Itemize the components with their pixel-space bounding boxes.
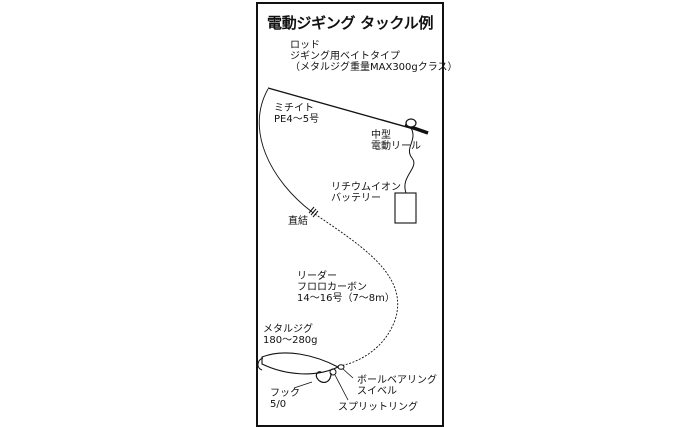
metal-jig-shape <box>261 352 340 375</box>
leader-label: リーダー フロロカーボン 14〜16号（7〜8m） <box>297 271 395 304</box>
split-ring-shape <box>329 368 337 376</box>
split-ring-pointer <box>334 374 349 401</box>
diagram-frame <box>256 2 444 427</box>
main-line <box>258 88 313 213</box>
hook-eye-shape <box>257 357 264 371</box>
page-title: 電動ジギング タックル例 <box>267 14 434 32</box>
hook-pointer <box>293 381 313 389</box>
battery-label: リチウムイオン バッテリー <box>331 182 401 204</box>
split-ring-label: スプリットリング <box>338 402 418 413</box>
swivel-label: ボールベアリング スイベル <box>357 375 437 397</box>
main-line-label: ミチイト PE4〜5号 <box>274 103 320 125</box>
metal-jig-label: メタルジグ 180〜280g <box>263 324 318 346</box>
battery-shape <box>394 192 417 224</box>
swivel-pointer <box>342 368 354 379</box>
hook-label: フック 5/0 <box>270 388 300 410</box>
reel-label: 中型 電動リール <box>371 130 421 152</box>
knot-label: 直結 <box>288 216 308 227</box>
battery-cable <box>404 127 415 194</box>
reel-shape <box>405 118 417 128</box>
rod-label: ロッド ジギング用ベイトタイプ （メタルジグ重量MAX300gクラス） <box>290 40 458 73</box>
hook-shape <box>315 371 332 383</box>
knot-mark <box>308 206 319 218</box>
leader-line <box>311 211 399 367</box>
rod-shape <box>267 87 429 134</box>
